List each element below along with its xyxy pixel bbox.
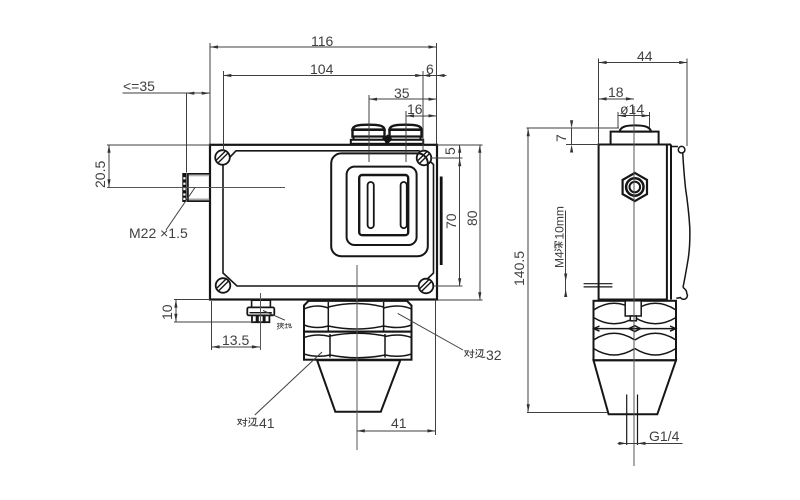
svg-text:140.5: 140.5 bbox=[511, 251, 527, 286]
svg-text:20.5: 20.5 bbox=[92, 161, 108, 188]
svg-text:44: 44 bbox=[637, 48, 653, 64]
svg-text:18: 18 bbox=[608, 84, 624, 100]
svg-text:70: 70 bbox=[443, 213, 459, 229]
svg-text:<=35: <=35 bbox=[123, 78, 155, 94]
svg-text:32: 32 bbox=[486, 347, 502, 363]
svg-text:10mm: 10mm bbox=[553, 206, 567, 239]
svg-text:35: 35 bbox=[394, 85, 410, 101]
svg-text:ø14: ø14 bbox=[620, 101, 644, 117]
svg-text:M4: M4 bbox=[553, 251, 567, 268]
svg-text:M22 ×1.5: M22 ×1.5 bbox=[129, 225, 188, 241]
svg-text:80: 80 bbox=[464, 210, 480, 226]
svg-text:10: 10 bbox=[159, 304, 175, 320]
svg-text:13.5: 13.5 bbox=[222, 332, 249, 348]
svg-text:104: 104 bbox=[310, 61, 334, 77]
svg-text:6: 6 bbox=[426, 61, 434, 77]
svg-text:7: 7 bbox=[553, 134, 569, 142]
svg-text:116: 116 bbox=[311, 33, 334, 49]
svg-text:5: 5 bbox=[442, 147, 458, 155]
svg-text:41: 41 bbox=[391, 415, 407, 431]
svg-text:G1/4: G1/4 bbox=[649, 428, 680, 444]
svg-text:41: 41 bbox=[259, 415, 275, 431]
svg-text:16: 16 bbox=[407, 101, 423, 117]
